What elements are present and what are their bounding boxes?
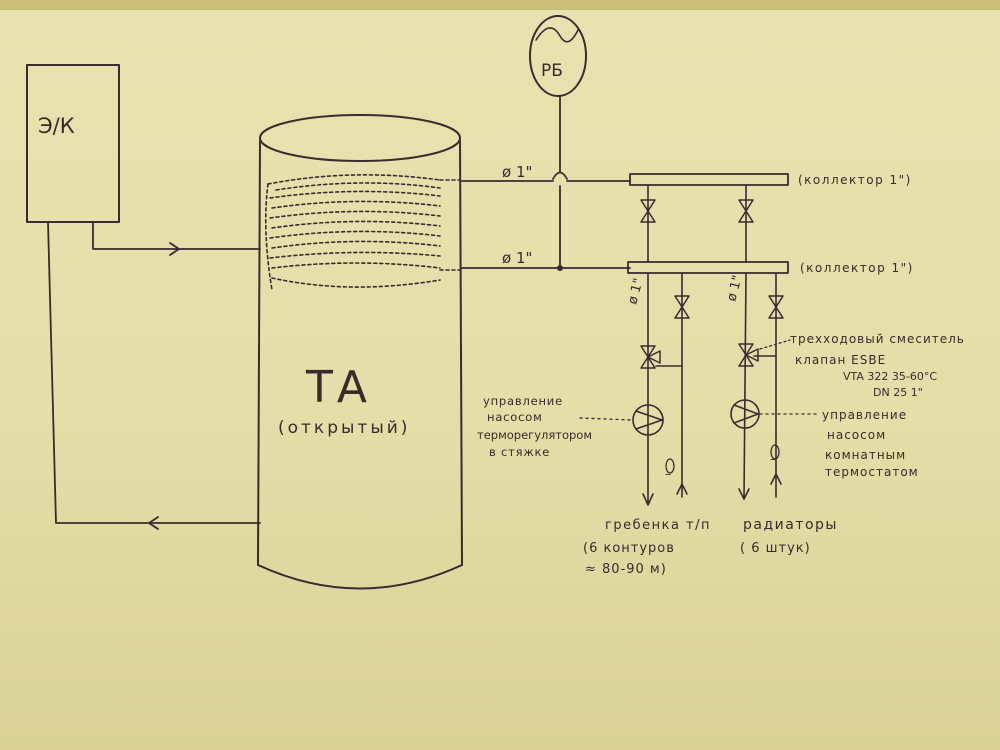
tank-top xyxy=(259,114,461,162)
main-pipes: ø 1" ø 1" xyxy=(461,163,631,269)
coil-turn-6 xyxy=(271,277,441,288)
radiator-return-arrow xyxy=(770,473,782,485)
mixing-valve-line: трехходовый смеситель xyxy=(790,332,965,346)
lower-collector-label: (коллектор 1") xyxy=(800,261,914,275)
left-control-line: терморегулятором xyxy=(477,428,592,442)
floor-heating-line: (6 контуров xyxy=(583,541,675,556)
left-control-leader xyxy=(579,417,633,421)
floor-heating-label: гребенка т/п (6 контуров ≈ 80-90 м) xyxy=(583,518,711,577)
floor-heating-line: гребенка т/п xyxy=(605,518,711,533)
right-control-line: комнатным xyxy=(825,448,906,462)
floor-return-arrow xyxy=(676,483,688,495)
expansion-pipe-crossover xyxy=(552,171,568,180)
return-arrow xyxy=(148,516,159,530)
left-control-line: управление xyxy=(483,394,563,408)
mixing-valve-leader xyxy=(759,339,791,350)
tank-left-wall xyxy=(257,139,261,566)
expansion-tank-label: РБ xyxy=(541,61,563,81)
valve-icon xyxy=(768,295,784,319)
radiator-supply-pipe xyxy=(743,272,747,499)
branch-left-diameter: ø 1" xyxy=(625,277,646,306)
small-mark: – xyxy=(665,467,671,481)
pump-arrow-icon xyxy=(635,410,663,430)
mixing-valve-note: трехходовый смеситель клапан ESBE VTA 32… xyxy=(790,332,965,399)
radiators-line: радиаторы xyxy=(743,517,838,533)
pump-arrow-icon xyxy=(733,404,759,424)
heat-exchanger-coil xyxy=(264,174,461,291)
tank-bottom xyxy=(257,564,463,590)
coil-turn-2 xyxy=(269,190,441,209)
three-way-valve-icon xyxy=(738,343,754,367)
left-control-line: в стяжке xyxy=(489,445,550,459)
upper-pipe-diameter: ø 1" xyxy=(502,163,532,181)
lower-pipe-diameter: ø 1" xyxy=(502,249,532,267)
lower-collector xyxy=(627,261,789,274)
radiators-label: радиаторы ( 6 штук) xyxy=(740,517,838,556)
left-pump-control-note: управление насосом терморегулятором в ст… xyxy=(477,394,592,459)
valve-icon xyxy=(738,199,754,223)
right-control-line: термостатом xyxy=(825,465,919,479)
radiator-supply-arrow xyxy=(738,488,750,500)
radiator-branch: ø 1" – xyxy=(724,272,784,500)
floor-heating-line: ≈ 80-90 м) xyxy=(585,562,667,577)
boiler-return-pipe xyxy=(47,221,261,524)
three-way-valve-icon xyxy=(640,345,656,369)
upper-collector xyxy=(629,173,789,186)
coil-outlets xyxy=(439,179,461,271)
coil-left-edge xyxy=(264,183,273,291)
mixing-valve-line: клапан ESBE xyxy=(795,353,886,367)
coil-turn-5 xyxy=(269,251,441,269)
paper-top-edge xyxy=(0,0,1000,10)
accumulator-tank: ТА (открытый) xyxy=(257,114,463,590)
coil-turn-4 xyxy=(269,230,441,249)
pipe-marking-icon xyxy=(665,458,675,474)
expansion-tank-shape xyxy=(529,15,587,97)
left-control-line: насосом xyxy=(487,410,543,424)
floor-heating-branch: ø 1" – xyxy=(625,272,690,506)
coil-turn-3 xyxy=(269,210,441,229)
circulation-pump-icon xyxy=(730,399,760,429)
right-control-line: насосом xyxy=(827,428,886,442)
mixing-valve-line: VTA 322 35-60°C xyxy=(843,370,937,383)
tank-right-wall xyxy=(459,139,463,566)
right-control-line: управление xyxy=(822,408,907,422)
boiler-supply-pipe xyxy=(92,221,261,250)
mixing-valve-line: DN 25 1" xyxy=(873,386,923,399)
three-way-valve-port-icon xyxy=(745,348,759,362)
small-mark: – xyxy=(770,452,776,466)
valve-icon xyxy=(640,199,656,223)
boiler-box xyxy=(26,64,120,223)
floor-supply-arrow xyxy=(642,493,654,506)
coil-turn-1 xyxy=(267,174,441,191)
boiler-pipes xyxy=(47,221,261,530)
branch-right-diameter: ø 1" xyxy=(724,274,745,303)
upper-collector-label: (коллектор 1") xyxy=(798,173,912,187)
tank-label: ТА xyxy=(305,362,371,413)
collectors: (коллектор 1") (коллектор 1") xyxy=(627,173,914,275)
valve-icon xyxy=(674,295,690,319)
tank-sublabel: (открытый) xyxy=(278,418,410,438)
supply-arrow xyxy=(169,242,180,256)
right-pump-control-note: управление насосом комнатным термостатом xyxy=(822,408,919,479)
pipe-marking-icon xyxy=(770,444,780,460)
radiators-line: ( 6 штук) xyxy=(740,541,811,556)
boiler: Э/К xyxy=(26,64,120,223)
three-way-valve-port-icon xyxy=(647,350,661,364)
expansion-tank: РБ xyxy=(529,15,587,271)
circulation-pump-icon xyxy=(632,404,664,436)
expansion-tank-water-line xyxy=(535,27,579,43)
boiler-label: Э/К xyxy=(38,114,75,138)
